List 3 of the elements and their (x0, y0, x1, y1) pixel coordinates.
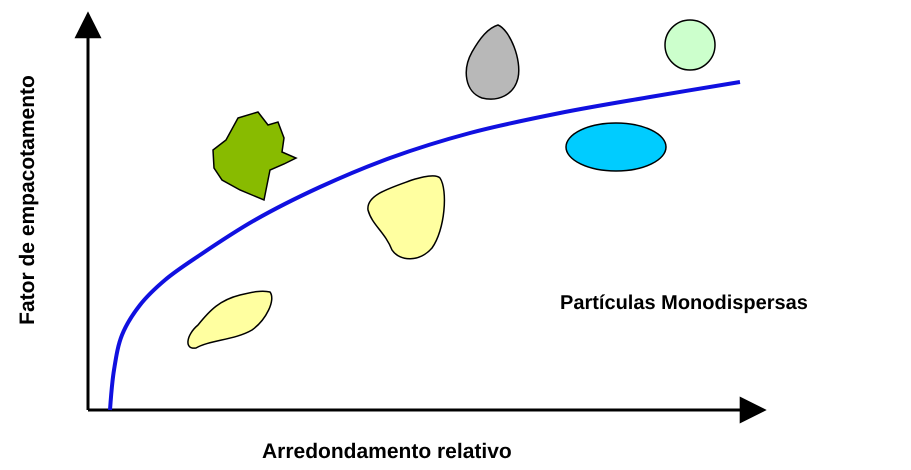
series-note: Partículas Monodispersas (560, 292, 808, 315)
x-axis-title: Arredondamento relativo (262, 440, 512, 464)
y-axis-title: Fator de empacotamento (16, 74, 40, 327)
